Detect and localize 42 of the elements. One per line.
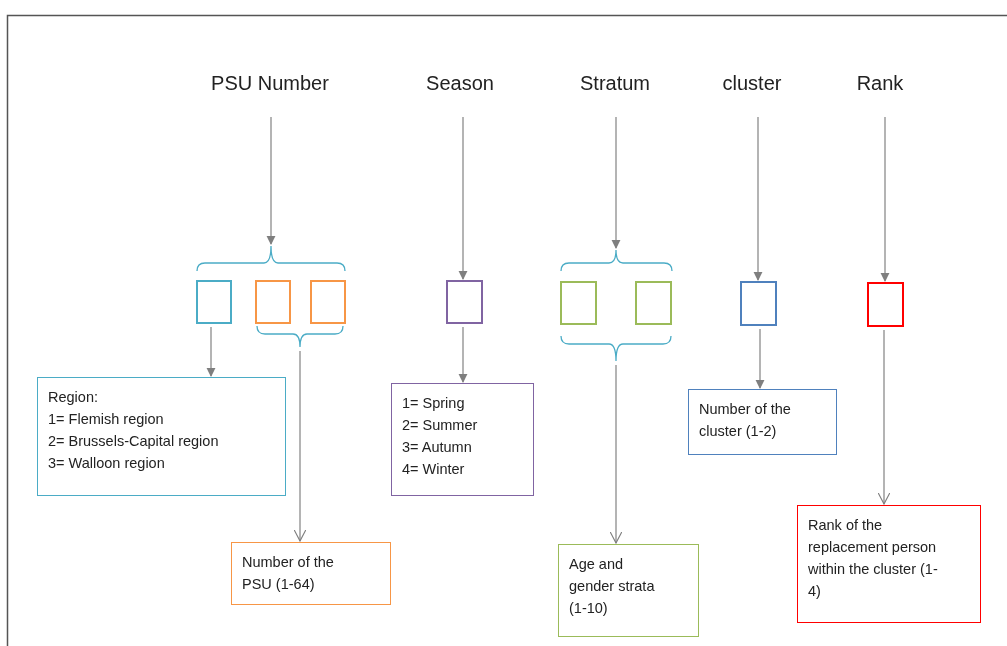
digit-box (446, 280, 483, 324)
description-box (231, 542, 391, 605)
arrow (266, 116, 276, 245)
arrow (877, 329, 891, 505)
description-text: Age and gender strata (1-10) (569, 555, 656, 618)
curly-brace (560, 335, 672, 362)
digit-box (560, 281, 597, 325)
description-box (688, 389, 837, 455)
arrow (755, 328, 765, 389)
description-text: 2= Brussels-Capital region (48, 432, 220, 451)
description-text: 3= Autumn (402, 438, 473, 457)
digit-box (310, 280, 346, 324)
digit-box (196, 280, 232, 324)
arrow (880, 116, 890, 282)
arrow (611, 116, 621, 249)
description-box (558, 544, 699, 637)
arrow (206, 326, 216, 377)
description-text: 1= Flemish region (48, 410, 165, 429)
description-text: 4= Winter (402, 460, 466, 479)
digit-box (255, 280, 291, 324)
description-text: 1= Spring (402, 394, 466, 413)
digit-box (867, 282, 904, 327)
digit-box (740, 281, 777, 326)
arrow (293, 350, 307, 542)
description-text: 2= Summer (402, 416, 479, 435)
description-text: Number of the PSU (1-64) (242, 553, 335, 594)
description-text: Number of the cluster (1-2) (699, 400, 792, 441)
field-heading: PSU Number (190, 70, 350, 98)
description-box (37, 377, 286, 496)
description-text: 3= Walloon region (48, 454, 166, 473)
description-text: Region: (48, 388, 99, 407)
description-box (797, 505, 981, 623)
description-box (391, 383, 534, 496)
curly-brace (560, 249, 673, 272)
arrow (458, 116, 468, 280)
curly-brace (196, 245, 346, 272)
arrow (609, 364, 623, 544)
arrow (458, 326, 468, 383)
curly-brace (256, 325, 344, 348)
description-text: Rank of the replacement person within the cluster (1-4) (808, 516, 939, 601)
digit-box (635, 281, 672, 325)
arrow (753, 116, 763, 281)
